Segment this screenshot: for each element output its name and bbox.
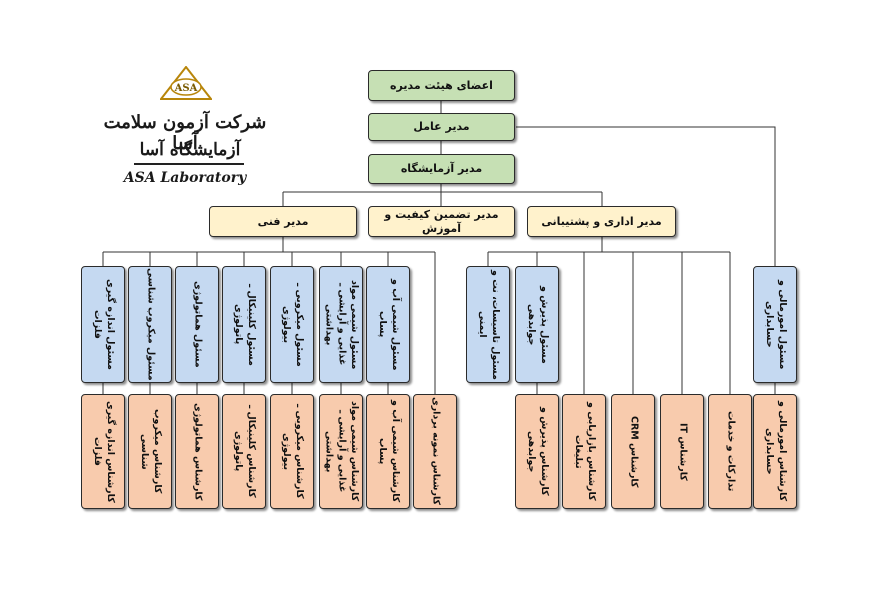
technical-manager-box[interactable]: مدیر فنی bbox=[209, 206, 357, 237]
expert-reception-label: کارشناس پذیرش و جوابدهی bbox=[526, 407, 550, 496]
technical-manager-label: مدیر فنی bbox=[257, 214, 309, 228]
head-reception-label: مسئول پذیرش و جوابدهی bbox=[526, 285, 550, 364]
expert-it-label: کارشناس IT bbox=[677, 422, 689, 481]
expert-reception-box[interactable]: کارشناس پذیرش و جوابدهی bbox=[515, 394, 559, 509]
head-finance-label: مسئول امورمالی و حسابداری bbox=[764, 279, 788, 370]
quality-manager-box[interactable]: مدیر تضمین کیفیت و آموزش bbox=[368, 206, 515, 237]
expert-crm-box[interactable]: کارشناس CRM bbox=[611, 394, 655, 509]
expert-finance-box[interactable]: کارشناس امورمالی و حسابداری bbox=[753, 394, 797, 509]
head-finance-box[interactable]: مسئول امورمالی و حسابداری bbox=[753, 266, 797, 383]
expert-food-box[interactable]: کارشناس شیمی مواد غذایی و آرایشی ـ بهداش… bbox=[319, 394, 363, 509]
board-label: اعضای هیئت مدیره bbox=[390, 78, 493, 92]
expert-procurement-box[interactable]: تدارکات و خدمات bbox=[708, 394, 752, 509]
head-micro-label: مسئول میکروبی ـ بیولوژی bbox=[281, 282, 305, 367]
head-hematology-label: مسئول هماتولوژی bbox=[192, 281, 204, 368]
head-reception-box[interactable]: مسئول پذیرش و جوابدهی bbox=[515, 266, 559, 383]
company-name: شرکت آزمون سلامت آسا bbox=[103, 112, 267, 154]
head-microscope-label: مسئول میکروب شناسی bbox=[145, 268, 157, 381]
ceo-box[interactable]: مدیر عامل bbox=[368, 113, 515, 141]
expert-sampling-box[interactable]: کارشناس نمونه برداری bbox=[413, 394, 457, 509]
expert-micro-box[interactable]: کارشناس میکروبی ـ بیولوژی bbox=[270, 394, 314, 509]
head-metals-box[interactable]: مسئول اندازه گیری فلزات bbox=[81, 266, 125, 383]
expert-water-box[interactable]: کارشناس شیمی آب و پساب bbox=[366, 394, 410, 509]
head-food-label: مسئول شیمی مواد غذایی و آرایشی ـ بهداشتی bbox=[323, 279, 361, 370]
expert-clinical-box[interactable]: کارشناس کلینیکال ـ پاتولوژی bbox=[222, 394, 266, 509]
expert-marketing-label: کارشناس بازاریابی و تبلیغات bbox=[573, 402, 597, 501]
expert-it-box[interactable]: کارشناس IT bbox=[660, 394, 704, 509]
expert-clinical-label: کارشناس کلینیکال ـ پاتولوژی bbox=[233, 405, 257, 498]
company-logo: ASA bbox=[160, 66, 212, 100]
board-box[interactable]: اعضای هیئت مدیره bbox=[368, 70, 515, 101]
expert-sampling-label: کارشناس نمونه برداری bbox=[430, 397, 442, 506]
expert-procurement-label: تدارکات و خدمات bbox=[725, 411, 737, 492]
lab-manager-label: مدیر آزمایشگاه bbox=[400, 162, 483, 176]
head-clinical-box[interactable]: مسئول کلینیکال ـ پاتولوژی bbox=[222, 266, 266, 383]
quality-manager-label: مدیر تضمین کیفیت و آموزش bbox=[384, 208, 499, 235]
expert-marketing-box[interactable]: کارشناس بازاریابی و تبلیغات bbox=[562, 394, 606, 509]
logo-text: ASA bbox=[174, 83, 198, 94]
head-hematology-box[interactable]: مسئول هماتولوژی bbox=[175, 266, 219, 383]
lab-name-underline bbox=[134, 163, 244, 165]
expert-water-label: کارشناس شیمی آب و پساب bbox=[377, 400, 401, 503]
admin-manager-box[interactable]: مدیر اداری و پشتیبانی bbox=[527, 206, 676, 237]
head-water-label: مسئول شیمی آب و پساب bbox=[377, 278, 401, 371]
expert-hematology-label: کارشناس هماتولوژی bbox=[192, 402, 204, 501]
expert-microscope-box[interactable]: کارشناس میکروب شناسی bbox=[128, 394, 172, 509]
ceo-label: مدیر عامل bbox=[413, 120, 470, 134]
expert-food-label: کارشناس شیمی مواد غذایی و آرایشی ـ بهداش… bbox=[323, 401, 361, 502]
expert-crm-label: کارشناس CRM bbox=[628, 415, 640, 488]
head-facilities-box[interactable]: مسئول تاسیسات، نت و ایمنی bbox=[466, 266, 510, 383]
head-clinical-label: مسئول کلینیکال ـ پاتولوژی bbox=[233, 283, 257, 366]
lab-manager-box[interactable]: مدیر آزمایشگاه bbox=[368, 154, 515, 184]
head-microscope-box[interactable]: مسئول میکروب شناسی bbox=[128, 266, 172, 383]
head-facilities-label: مسئول تاسیسات، نت و ایمنی bbox=[477, 269, 501, 380]
expert-microscope-label: کارشناس میکروب شناسی bbox=[139, 409, 163, 494]
head-food-box[interactable]: مسئول شیمی مواد غذایی و آرایشی ـ بهداشتی bbox=[319, 266, 363, 383]
head-water-box[interactable]: مسئول شیمی آب و پساب bbox=[366, 266, 410, 383]
head-metals-label: مسئول اندازه گیری فلزات bbox=[92, 279, 116, 370]
expert-finance-label: کارشناس امورمالی و حسابداری bbox=[764, 401, 788, 502]
expert-metals-label: کارشناس اندازه گیری فلزات bbox=[92, 400, 116, 503]
expert-micro-label: کارشناس میکروبی ـ بیولوژی bbox=[281, 404, 305, 499]
english-name: ASA Laboratory bbox=[123, 170, 247, 186]
admin-manager-label: مدیر اداری و پشتیبانی bbox=[541, 214, 662, 228]
head-micro-box[interactable]: مسئول میکروبی ـ بیولوژی bbox=[270, 266, 314, 383]
expert-metals-box[interactable]: کارشناس اندازه گیری فلزات bbox=[81, 394, 125, 509]
lab-name: آزمایشگاه آسا bbox=[139, 140, 241, 160]
expert-hematology-box[interactable]: کارشناس هماتولوژی bbox=[175, 394, 219, 509]
